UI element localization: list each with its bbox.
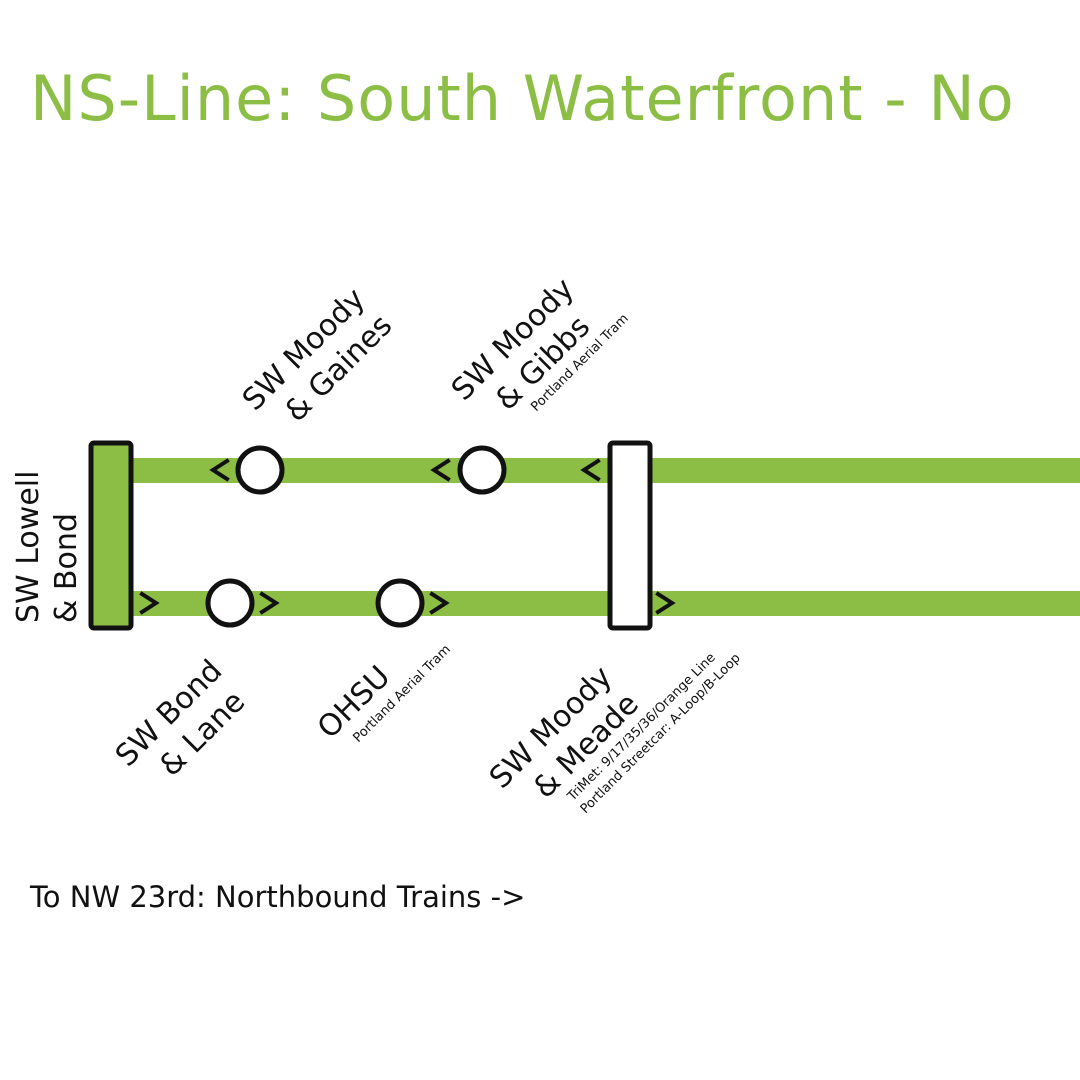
station-marker-lowell-bond[interactable] [88,440,134,631]
southbound-arrow-icon [580,458,601,482]
station-marker-moody-meade[interactable] [607,440,653,631]
southbound-arrow-icon [209,458,230,482]
station-marker-moody-gaines[interactable] [235,445,285,495]
station-name-line2: & Bond [49,513,84,623]
station-marker-moody-gibbs[interactable] [457,445,507,495]
station-marker-bond-lane[interactable] [205,578,255,628]
northbound-arrow-icon [429,591,450,615]
northbound-arrow-icon [139,591,160,615]
northbound-arrow-icon [259,591,280,615]
northbound-track [110,591,1080,616]
southbound-arrow-icon [430,458,451,482]
station-name-line1: SW Lowell [11,471,46,623]
northbound-arrow-icon [655,591,676,615]
station-label-lowell-bond: SW Lowell & Bond [11,471,84,623]
station-label-moody-gaines: SW Moody & Gaines [236,281,399,429]
station-label-ohsu: OHSU Portland Aerial Tram [311,642,454,745]
station-label-bond-lane: SW Bond & Lane [109,653,252,783]
map-title: NS-Line: South Waterfront - No [30,62,1015,135]
direction-note: To NW 23rd: Northbound Trains -> [30,880,526,914]
station-marker-ohsu[interactable] [375,578,425,628]
station-label-moody-gibbs: SW Moody & Gibbs Portland Aerial Tram [445,271,632,417]
